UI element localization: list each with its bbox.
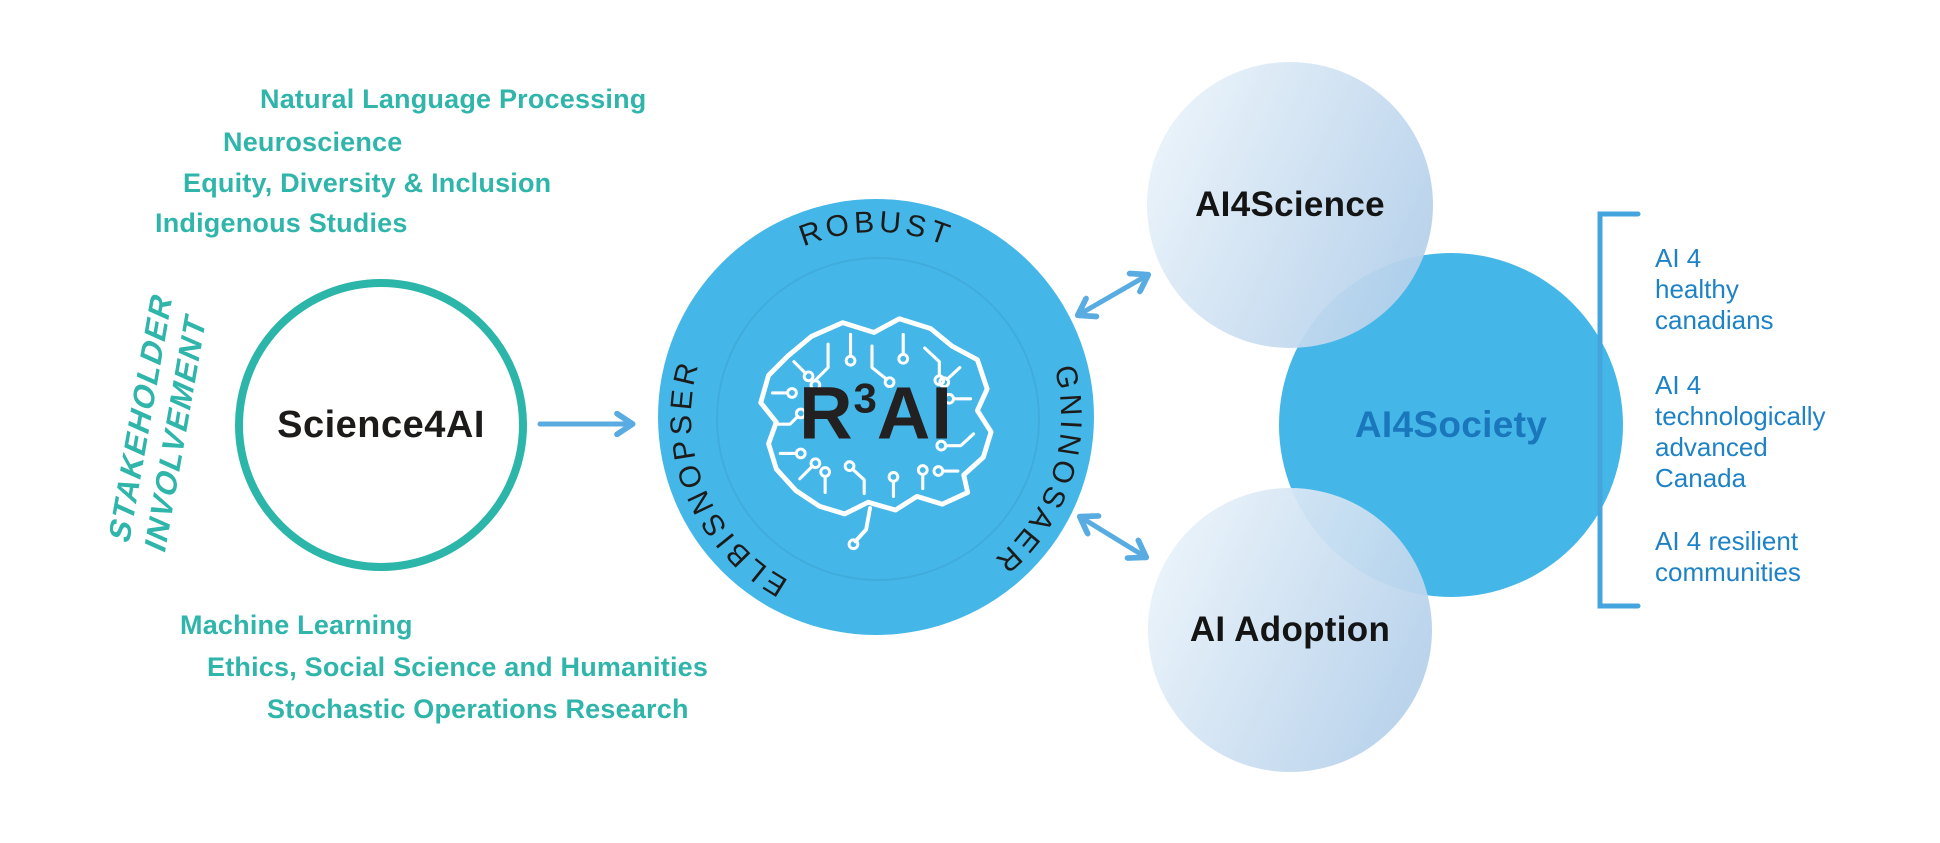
goal-line: AI 4 xyxy=(1655,243,1702,273)
ai4science-label: AI4Science xyxy=(1195,185,1385,224)
goal-line: healthy xyxy=(1655,274,1739,304)
ai-adoption-label: AI Adoption xyxy=(1189,610,1391,649)
r3ai-ring-words: ELBISNOPSER ROBUST GNINOSAER xyxy=(665,206,1088,603)
ring-word-right: GNINOSAER xyxy=(987,362,1088,581)
ai-adoption-circle: AI Adoption xyxy=(1148,488,1432,772)
goal-item: AI 4 resilient communities xyxy=(1655,526,1801,588)
stakeholder-involvement-label: STAKEHOLDER INVOLVEMENT xyxy=(101,286,214,563)
goal-line: AI 4 xyxy=(1655,370,1702,400)
goal-line: canadians xyxy=(1655,305,1774,335)
research-area-label: Ethics, Social Science and Humanities xyxy=(207,652,709,682)
research-area-label: Indigenous Studies xyxy=(155,208,408,238)
ring-word-left: ELBISNOPSER xyxy=(665,356,793,603)
goal-item: AI 4 healthy canadians xyxy=(1655,243,1774,336)
r3ai-logo-r: R xyxy=(799,371,854,455)
ai4society-label: AI4Society xyxy=(1354,404,1548,445)
goal-line: advanced xyxy=(1655,432,1768,462)
research-area-label: Machine Learning xyxy=(180,610,413,640)
ai4science-circle: AI4Science xyxy=(1147,62,1433,348)
r3ai-logo: R3AI xyxy=(799,371,953,456)
goal-line: communities xyxy=(1655,557,1801,587)
science4ai-label: Science4AI xyxy=(277,403,485,446)
goal-line: AI 4 resilient xyxy=(1655,526,1799,556)
science4ai-circle: Science4AI xyxy=(235,279,527,571)
goal-item: AI 4 technologically advanced Canada xyxy=(1655,370,1826,494)
research-area-label: Natural Language Processing xyxy=(260,84,647,114)
research-area-label: Equity, Diversity & Inclusion xyxy=(183,168,552,198)
research-area-label: Neuroscience xyxy=(223,127,403,157)
r3ai-logo-exponent: 3 xyxy=(853,374,877,422)
ring-word-top: ROBUST xyxy=(795,206,958,253)
r3ai-inner-ring xyxy=(716,257,1040,581)
r3ai-circle: ELBISNOPSER ROBUST GNINOSAER R3AI xyxy=(658,199,1094,635)
research-area-label: Stochastic Operations Research xyxy=(267,694,689,724)
goal-line: technologically xyxy=(1655,401,1826,431)
goal-line: Canada xyxy=(1655,463,1747,493)
r3ai-logo-ai: AI xyxy=(876,371,953,455)
brain-circuit-graphic xyxy=(758,316,994,551)
